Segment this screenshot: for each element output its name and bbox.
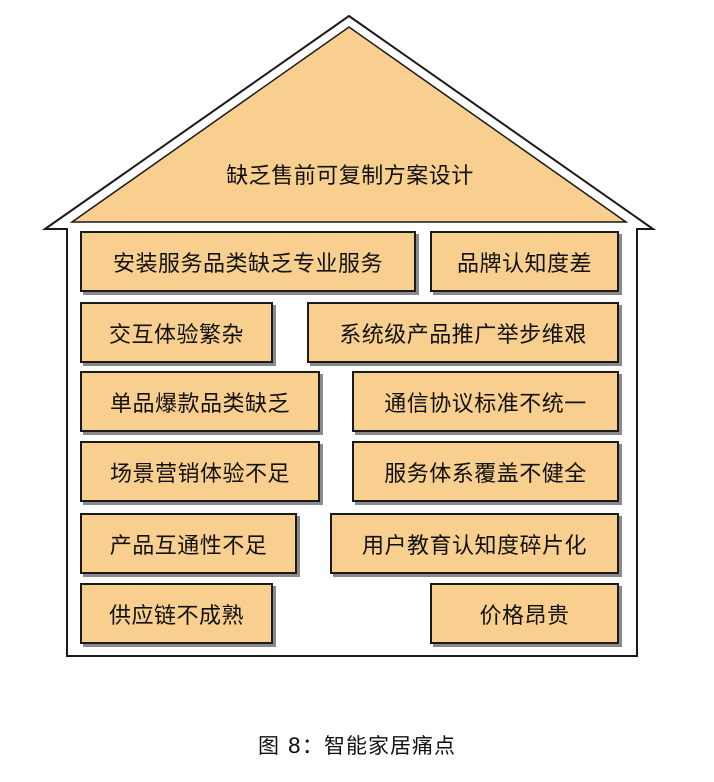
pain-point-supply-chain: 供应链不成熟 bbox=[80, 583, 273, 644]
pain-point-installation: 安装服务品类缺乏专业服务 bbox=[80, 231, 416, 292]
pain-point-interaction: 交互体验繁杂 bbox=[80, 302, 273, 363]
roof-label: 缺乏售前可复制方案设计 bbox=[226, 164, 474, 189]
pain-point-user-education: 用户教育认知度碎片化 bbox=[330, 513, 619, 574]
pain-point-hit-products: 单品爆款品类缺乏 bbox=[80, 371, 320, 432]
pain-point-protocol: 通信协议标准不统一 bbox=[352, 371, 619, 432]
pain-point-system-promotion: 系统级产品推广举步维艰 bbox=[307, 302, 619, 363]
roof-fill bbox=[69, 26, 629, 223]
pain-point-price: 价格昂贵 bbox=[430, 583, 619, 644]
pain-point-service-coverage: 服务体系覆盖不健全 bbox=[352, 441, 619, 502]
figure-caption: 图 8：智能家居痛点 bbox=[257, 734, 457, 758]
pain-point-scenario-marketing: 场景营销体验不足 bbox=[80, 441, 320, 502]
pain-point-brand: 品牌认知度差 bbox=[430, 231, 619, 292]
pain-point-interoperability: 产品互通性不足 bbox=[80, 513, 297, 574]
